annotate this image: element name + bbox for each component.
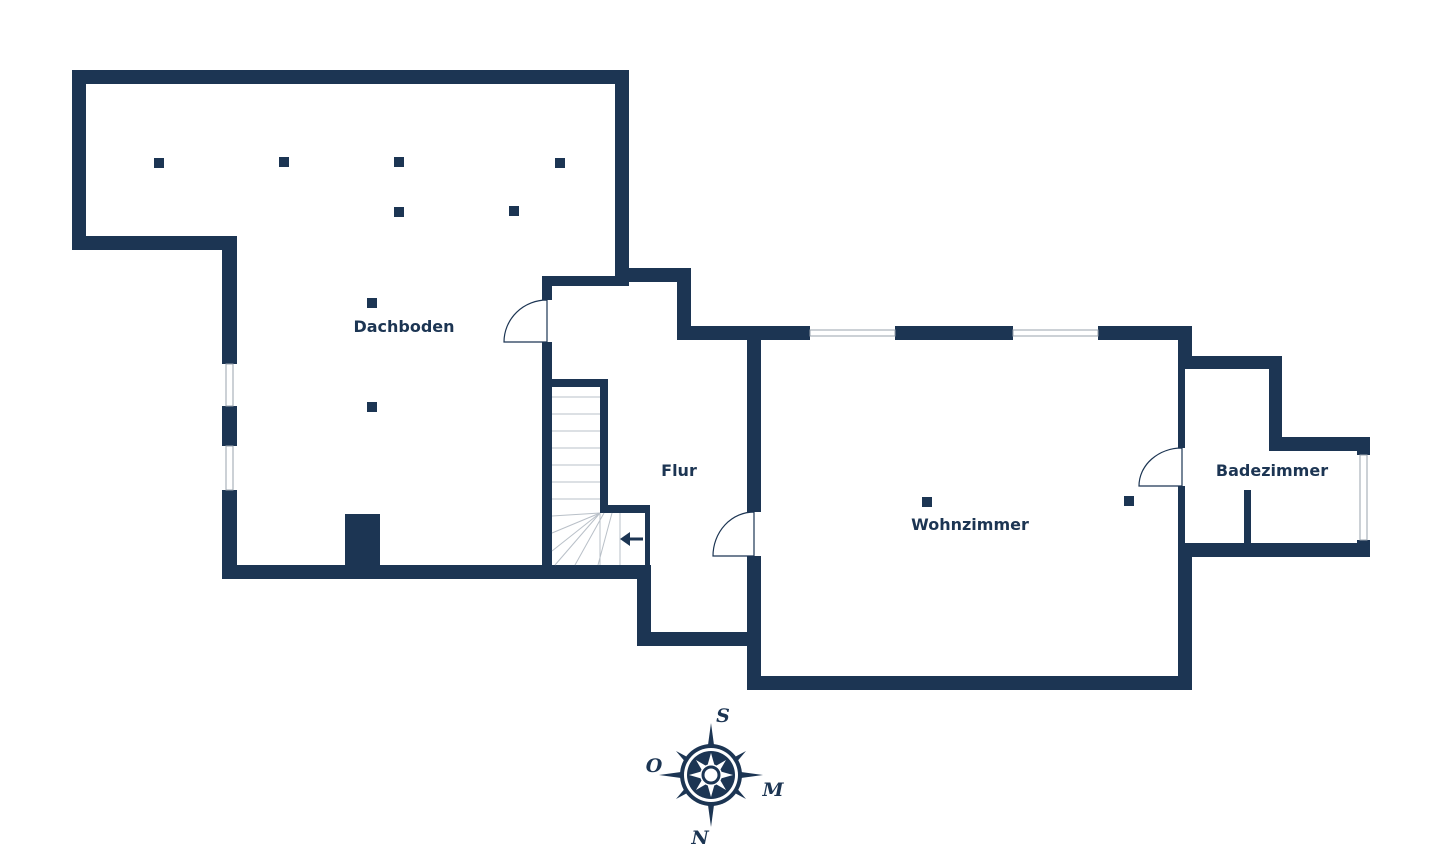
stair-step <box>574 512 605 566</box>
windows <box>225 329 1368 541</box>
walls <box>72 70 1370 690</box>
room-label-flur: Flur <box>661 461 697 480</box>
fixture-markers <box>154 157 1134 507</box>
wall-segment <box>72 70 629 84</box>
compass-center-ring <box>701 765 721 785</box>
wall-segment <box>1244 490 1251 545</box>
door-wohnzimmer-flur <box>712 511 755 557</box>
compass-label-left: O <box>646 755 663 777</box>
wall-segment <box>615 268 691 282</box>
wall-segment <box>1269 437 1370 451</box>
wall-segment <box>1178 544 1192 690</box>
compass-label-top: S <box>716 705 730 727</box>
wall-segment <box>895 326 1013 340</box>
stair-step <box>551 512 601 534</box>
window-dachboden-lower <box>225 445 234 491</box>
post-marker <box>367 298 377 308</box>
wall-segment <box>637 632 761 646</box>
wall-segment <box>600 379 608 513</box>
post-marker <box>509 206 519 216</box>
stair-step <box>551 512 601 552</box>
wall-segment <box>600 505 650 513</box>
window-dachboden-upper <box>225 363 234 407</box>
wall-segment <box>222 236 237 364</box>
door-badezimmer <box>1138 447 1183 487</box>
post-marker <box>555 158 565 168</box>
wall-segment <box>677 326 810 340</box>
wall-segment <box>1269 356 1282 451</box>
wall-segment <box>747 556 761 690</box>
post-marker <box>394 207 404 217</box>
stair-step <box>551 512 601 517</box>
room-labels: Dachboden Flur Wohnzimmer Badezimmer <box>353 317 1328 534</box>
staircase <box>551 396 643 566</box>
post-marker <box>154 158 164 168</box>
wall-segment <box>1098 326 1192 340</box>
wall-segment <box>1178 486 1185 548</box>
window-wohnzimmer-right <box>1012 329 1099 337</box>
compass-rose-icon: S M N O <box>646 705 785 849</box>
wall-segment <box>542 276 552 300</box>
wall-segment <box>542 379 608 387</box>
wall-segment <box>1178 356 1282 369</box>
post-marker <box>394 157 404 167</box>
post-marker <box>367 402 377 412</box>
window-wohnzimmer-left <box>809 329 896 337</box>
doors <box>503 299 1183 557</box>
wall-segment <box>222 406 237 446</box>
wall-segment <box>222 490 237 579</box>
wall-segment <box>1178 368 1185 448</box>
chimney <box>345 514 380 566</box>
wall-segment <box>542 342 552 572</box>
wall-segment <box>542 276 629 286</box>
window-badezimmer <box>1359 454 1368 541</box>
wall-segment <box>645 505 650 575</box>
wall-segment <box>1357 437 1370 455</box>
door-dachboden <box>503 299 548 343</box>
arrow-left-icon <box>620 532 643 546</box>
wall-segment <box>1357 540 1370 557</box>
wall-segment <box>637 565 651 646</box>
wall-segment <box>72 70 86 250</box>
wall-segment <box>222 565 650 579</box>
post-marker <box>922 497 932 507</box>
wall-segment <box>747 676 1192 690</box>
wall-segment <box>615 70 629 286</box>
compass-label-right: M <box>761 779 784 801</box>
wall-segment <box>1178 543 1370 557</box>
stair-step <box>554 512 601 566</box>
post-marker <box>279 157 289 167</box>
post-marker <box>1124 496 1134 506</box>
wall-segment <box>747 340 761 512</box>
room-label-badezimmer: Badezimmer <box>1216 461 1328 480</box>
room-label-dachboden: Dachboden <box>353 317 454 336</box>
compass-label-bottom: N <box>690 827 709 849</box>
wall-segment <box>677 268 691 340</box>
room-label-wohnzimmer: Wohnzimmer <box>911 515 1029 534</box>
wall-segment <box>72 236 237 250</box>
